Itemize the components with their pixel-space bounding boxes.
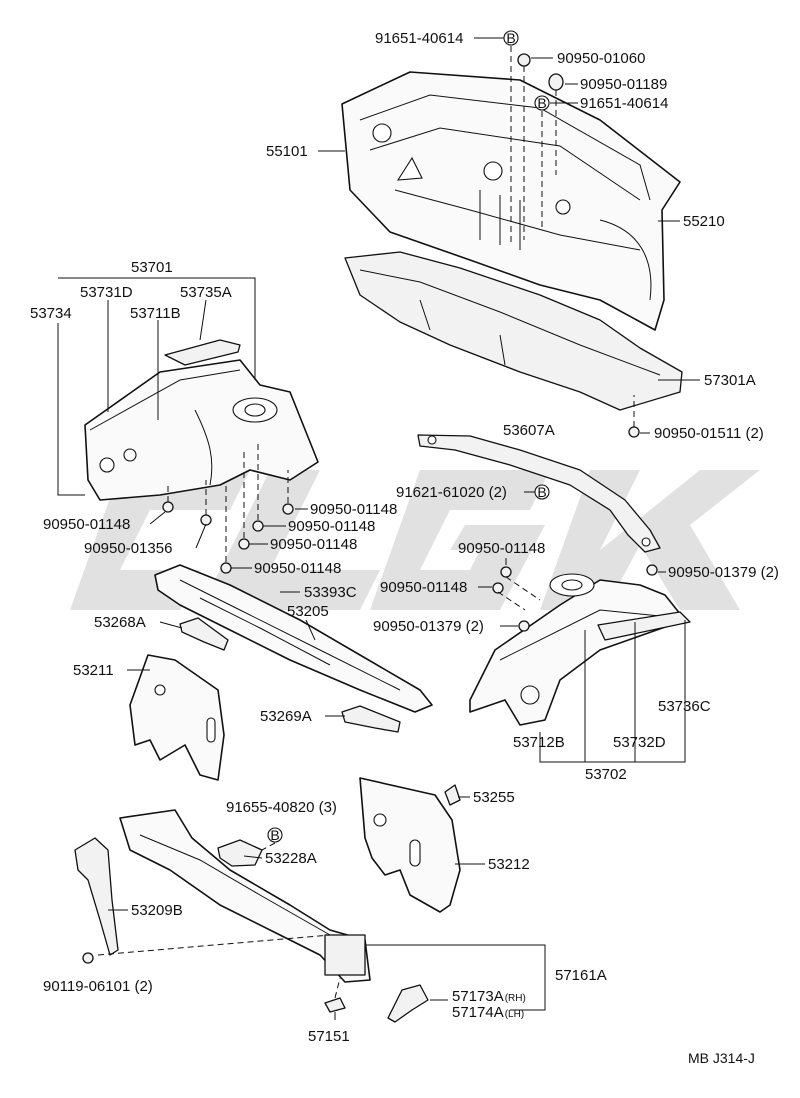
label-91651-40614-b: 91651-40614 (580, 95, 668, 112)
label-90119-06101: 90119-06101 (2) (43, 978, 153, 995)
label-53212: 53212 (488, 856, 530, 873)
label-91621-61020: 91621-61020 (2) (396, 484, 507, 501)
label-53736C: 53736C (658, 698, 711, 715)
label-53732D: 53732D (613, 734, 666, 751)
bracket-53255 (444, 784, 461, 806)
dashed-assembly-lines (97, 46, 635, 999)
label-90950-01511: 90950-01511 (2) (654, 425, 764, 442)
panel-53211 (129, 654, 225, 781)
label-53268A: 53268A (94, 614, 146, 631)
label-90950-01148-a: 90950-01148 (310, 501, 397, 518)
label-90950-01189: 90950-01189 (580, 76, 667, 93)
drawing-code: MB J314-J (688, 1050, 755, 1066)
label-53702: 53702 (585, 766, 627, 783)
leader-lines (57, 37, 700, 1020)
bracket-53268A (179, 617, 229, 651)
label-53269A: 53269A (260, 708, 312, 725)
label-53228A: 53228A (265, 850, 317, 867)
bracket-53269A (341, 705, 401, 733)
label-53734: 53734 (30, 305, 72, 322)
label-90950-01148-c: 90950-01148 (288, 518, 375, 535)
label-57301A: 57301A (704, 372, 756, 389)
label-53209B: 53209B (131, 902, 183, 919)
pad-57151 (324, 997, 346, 1013)
label-57174A: 57174A(LH) (452, 1004, 524, 1021)
label-90950-01379-a: 90950-01379 (2) (668, 564, 779, 581)
front-apron-53701 (84, 339, 319, 501)
crossmember-57161A (119, 809, 371, 983)
callout-b-4: B (270, 827, 279, 843)
panel-53212 (359, 777, 461, 913)
label-53712B: 53712B (513, 734, 565, 751)
label-90950-01148-g: 90950-01148 (380, 579, 467, 596)
label-53701: 53701 (131, 259, 173, 276)
cowl-panel-57301A (344, 251, 683, 411)
label-90950-01356: 90950-01356 (84, 540, 172, 557)
part-number-labels: 91651-40614 90950-01060 90950-01189 9165… (30, 30, 779, 1066)
label-55101: 55101 (266, 143, 308, 160)
bracket-53228A (217, 839, 263, 867)
label-90950-01148-d: 90950-01148 (270, 536, 357, 553)
label-53211: 53211 (73, 662, 114, 679)
bracket-57173A (387, 984, 429, 1023)
label-53607A: 53607A (503, 422, 555, 439)
label-53393C: 53393C (304, 584, 357, 601)
label-53731D: 53731D (80, 284, 133, 301)
label-57161A: 57161A (555, 967, 607, 984)
label-91655-40820: 91655-40820 (3) (226, 799, 337, 816)
radiator-support-53205 (154, 564, 433, 713)
label-90950-01379-b: 90950-01379 (2) (373, 618, 484, 635)
callout-b-1: B (506, 30, 515, 46)
label-91651-40614-top: 91651-40614 (375, 30, 463, 47)
label-53711B: 53711B (130, 305, 181, 322)
label-53255: 53255 (473, 789, 515, 806)
plugs (82, 53, 658, 964)
label-90950-01148-b: 90950-01148 (43, 516, 130, 533)
label-90950-01148-e: 90950-01148 (458, 540, 545, 557)
label-53205: 53205 (287, 603, 329, 620)
label-90950-01060: 90950-01060 (557, 50, 645, 67)
front-apron-53702 (469, 573, 691, 726)
bracket-53209B (74, 837, 119, 956)
label-90950-01148-f: 90950-01148 (254, 560, 341, 577)
callout-b-3: B (537, 484, 546, 500)
label-55210: 55210 (683, 213, 725, 230)
label-57151: 57151 (308, 1028, 350, 1045)
label-53735A: 53735A (180, 284, 232, 301)
callout-b-markers: B B B B (267, 30, 550, 843)
callout-b-2: B (537, 95, 546, 111)
brace-53607A (417, 434, 661, 553)
label-57173A: 57173A(RH) (452, 988, 526, 1005)
